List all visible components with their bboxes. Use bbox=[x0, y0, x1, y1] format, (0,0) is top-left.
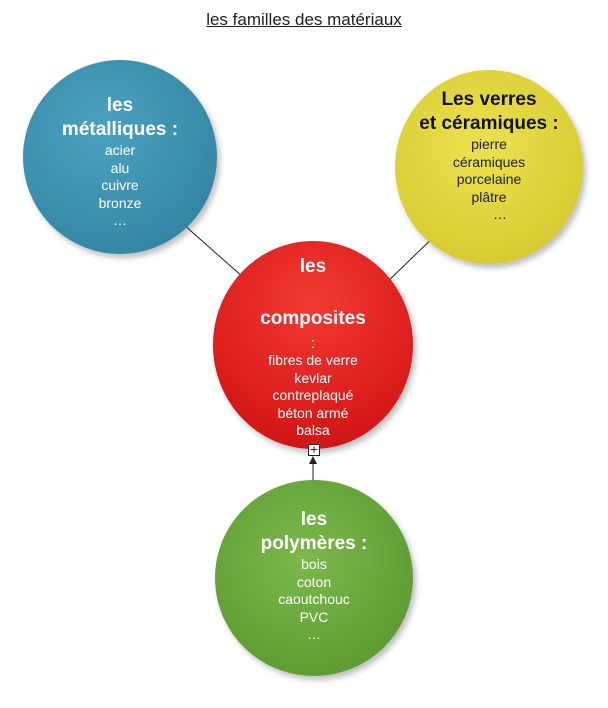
node-composites-colon: : bbox=[310, 335, 316, 352]
list-item: … bbox=[493, 206, 507, 222]
node-composites-heading: les composites bbox=[260, 256, 366, 329]
list-item: balsa bbox=[296, 422, 330, 438]
list-item: kevlar bbox=[294, 369, 332, 386]
diagram-title: les familles des matériaux bbox=[206, 10, 402, 29]
node-metalliques[interactable]: les métalliques : acier alu cuivre bronz… bbox=[23, 60, 217, 254]
list-item: cuivre bbox=[101, 177, 139, 193]
list-item: plâtre bbox=[471, 188, 507, 205]
list-item: céramiques bbox=[452, 153, 526, 170]
list-item: fibres de verre bbox=[268, 352, 358, 368]
list-item: béton armé bbox=[277, 404, 349, 421]
node-verres-items: pierre céramiques porcelaine plâtre … bbox=[453, 136, 525, 224]
node-polymeres-heading: les polymères : bbox=[260, 509, 368, 554]
node-composites-items: fibres de verre kevlar contreplaqué béto… bbox=[268, 352, 357, 440]
list-item: acier bbox=[104, 142, 136, 158]
node-metalliques-heading: les métalliques : bbox=[61, 95, 179, 140]
list-item: alu bbox=[110, 159, 130, 176]
list-item: PVC bbox=[299, 608, 329, 625]
list-item: bois bbox=[301, 556, 327, 572]
list-item: contreplaqué bbox=[272, 387, 354, 403]
list-item: … bbox=[113, 212, 127, 228]
expand-node-button[interactable]: + bbox=[308, 443, 320, 456]
list-item: caoutchouc bbox=[278, 591, 350, 607]
list-item: … bbox=[306, 626, 321, 642]
list-item: pierre bbox=[471, 136, 507, 152]
node-verres-ceramiques[interactable]: Les verres et céramiques : pierre cérami… bbox=[395, 70, 583, 264]
node-polymeres[interactable]: les polymères : bois coton caoutchouc PV… bbox=[215, 480, 413, 676]
node-composites[interactable]: les composites : fibres de verre kevlar … bbox=[213, 241, 413, 449]
node-metalliques-items: acier alu cuivre bronze … bbox=[99, 142, 142, 230]
node-polymeres-items: bois coton caoutchouc PVC … bbox=[278, 556, 350, 644]
node-verres-heading: Les verres et céramiques : bbox=[419, 89, 559, 134]
list-item: bronze bbox=[98, 194, 142, 211]
list-item: porcelaine bbox=[456, 171, 522, 187]
list-item: coton bbox=[296, 573, 332, 590]
